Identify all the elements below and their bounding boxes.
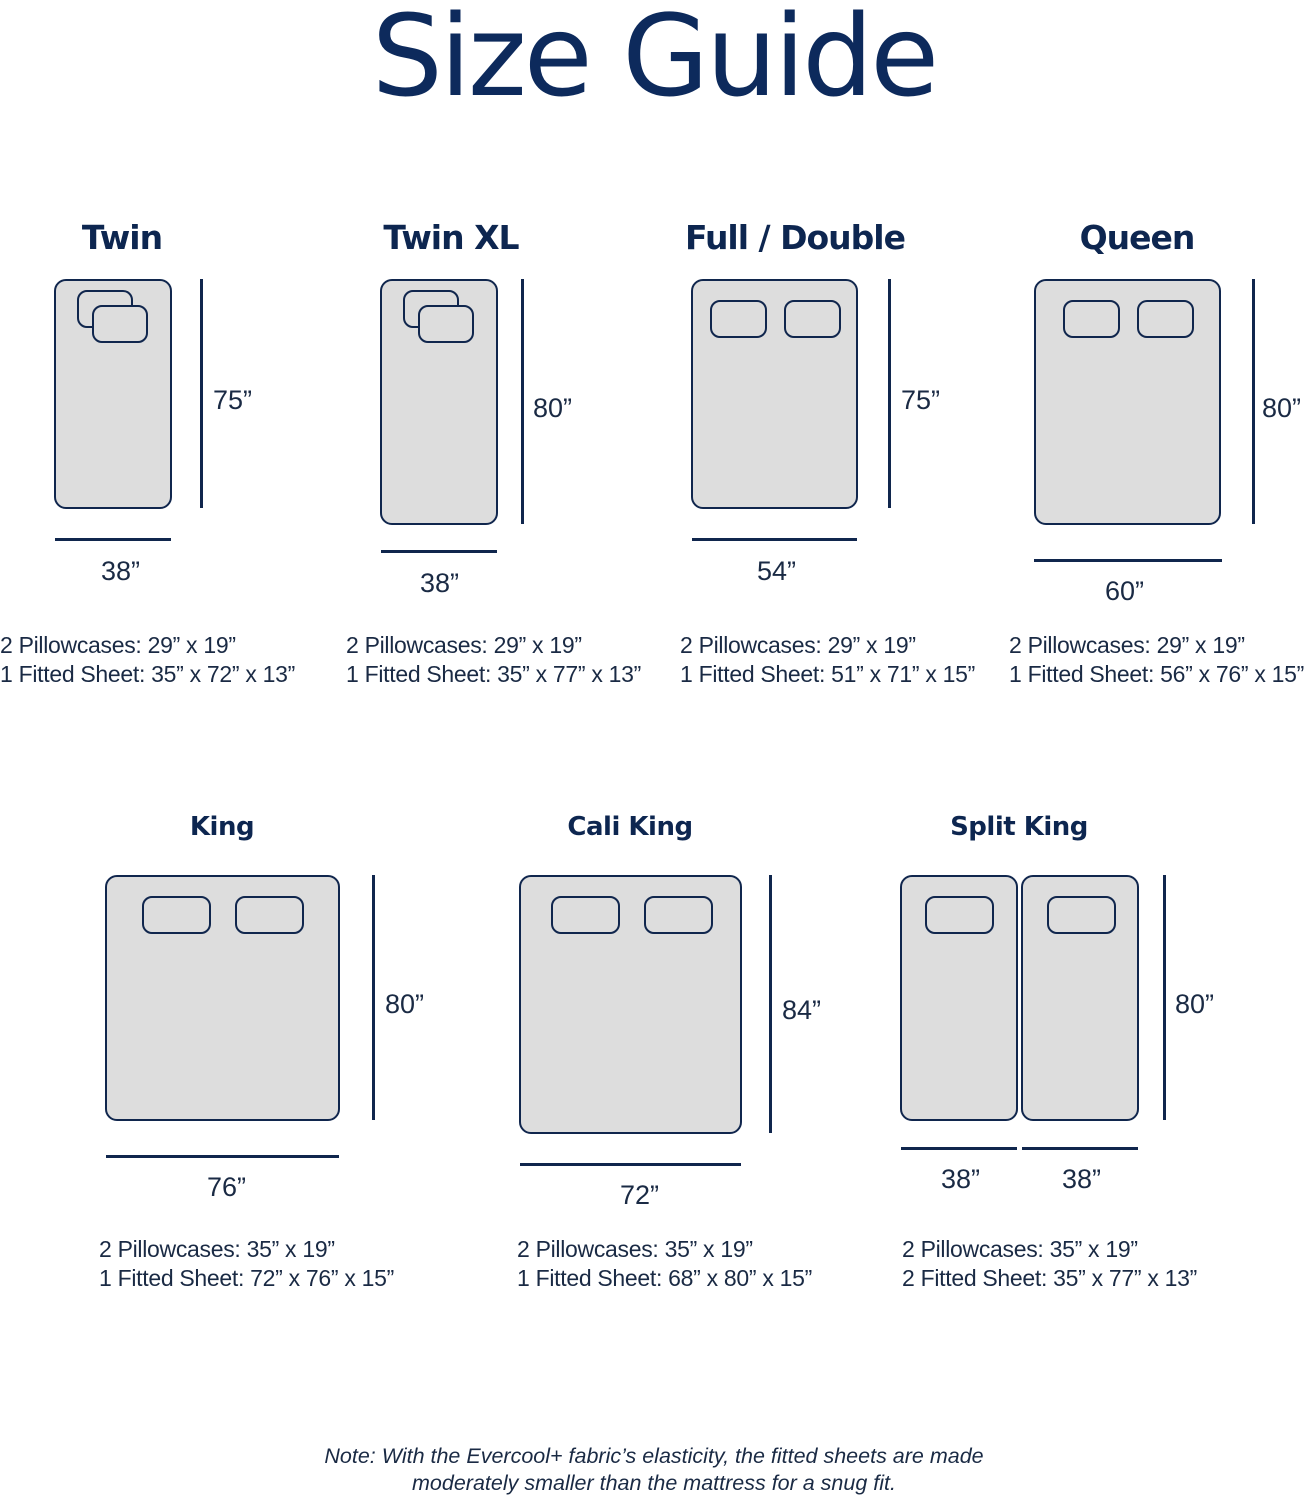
size-name: King [189, 812, 255, 842]
pillow-icon [1137, 300, 1194, 338]
width-label: 54” [757, 556, 797, 586]
footnote-line: Note: With the Evercool+ fabric’s elasti… [324, 1444, 984, 1468]
size-specs: 2 Pillowcases: 35” x 19” 1 Fitted Sheet:… [99, 1235, 394, 1293]
size-name: Twin XL [383, 218, 519, 257]
fitted-sheet-spec: 1 Fitted Sheet: 35” x 72” x 13” [0, 661, 295, 687]
pillow-icon [418, 305, 474, 343]
size-name: Cali King [567, 812, 693, 842]
pillowcase-spec: 2 Pillowcases: 29” x 19” [346, 632, 582, 658]
mattress-diagram-right [1021, 875, 1139, 1121]
size-specs: 2 Pillowcases: 29” x 19” 1 Fitted Sheet:… [1009, 631, 1304, 689]
mattress-diagram [1034, 279, 1221, 525]
width-label-left: 38” [941, 1164, 981, 1194]
pillowcase-spec: 2 Pillowcases: 35” x 19” [99, 1236, 335, 1262]
pillow-icon [644, 896, 713, 934]
pillowcase-spec: 2 Pillowcases: 29” x 19” [1009, 632, 1245, 658]
width-label: 76” [207, 1172, 247, 1202]
fitted-sheet-spec: 1 Fitted Sheet: 51” x 71” x 15” [680, 661, 975, 687]
mattress-diagram [691, 279, 858, 509]
width-label: 38” [101, 556, 141, 586]
mattress-diagram [519, 875, 742, 1134]
width-label-right: 38” [1062, 1164, 1102, 1194]
width-line-left [901, 1147, 1017, 1150]
length-line [521, 279, 524, 524]
width-line [520, 1163, 741, 1166]
size-specs: 2 Pillowcases: 29” x 19” 1 Fitted Sheet:… [346, 631, 641, 689]
size-name: Split King [950, 812, 1088, 842]
footnote: Note: With the Evercool+ fabric’s elasti… [0, 1443, 1308, 1497]
width-line [692, 538, 857, 541]
fitted-sheet-spec: 1 Fitted Sheet: 72” x 76” x 15” [99, 1265, 394, 1291]
footnote-line: moderately smaller than the mattress for… [412, 1471, 896, 1495]
pillowcase-spec: 2 Pillowcases: 35” x 19” [517, 1236, 753, 1262]
mattress-diagram [105, 875, 340, 1121]
fitted-sheet-spec: 2 Fitted Sheet: 35” x 77” x 13” [902, 1265, 1197, 1291]
length-label: 80” [533, 393, 573, 423]
length-line [888, 279, 891, 508]
fitted-sheet-spec: 1 Fitted Sheet: 68” x 80” x 15” [517, 1265, 812, 1291]
pillow-icon [92, 305, 148, 343]
pillow-icon [710, 300, 767, 338]
pillow-icon [1063, 300, 1120, 338]
mattress-diagram [380, 279, 498, 525]
length-line [769, 875, 772, 1133]
pillowcase-spec: 2 Pillowcases: 35” x 19” [902, 1236, 1138, 1262]
width-line [381, 550, 497, 553]
length-line [1163, 875, 1166, 1120]
length-label: 84” [782, 995, 822, 1025]
size-specs: 2 Pillowcases: 29” x 19” 1 Fitted Sheet:… [0, 631, 295, 689]
pillow-icon [142, 896, 211, 934]
size-specs: 2 Pillowcases: 35” x 19” 2 Fitted Sheet:… [902, 1235, 1197, 1293]
pillowcase-spec: 2 Pillowcases: 29” x 19” [680, 632, 916, 658]
page-title: Size Guide [371, 0, 939, 122]
length-line [1252, 279, 1255, 524]
size-name: Twin [81, 218, 163, 257]
pillowcase-spec: 2 Pillowcases: 29” x 19” [0, 632, 236, 658]
mattress-diagram [54, 279, 172, 509]
size-name: Full / Double [685, 218, 906, 257]
fitted-sheet-spec: 1 Fitted Sheet: 35” x 77” x 13” [346, 661, 641, 687]
mattress-diagram-left [900, 875, 1018, 1121]
width-line [55, 538, 171, 541]
length-label: 80” [1262, 393, 1302, 423]
length-line [200, 279, 203, 508]
width-line [1034, 559, 1222, 562]
pillow-icon [925, 896, 994, 934]
width-label: 38” [420, 568, 460, 598]
width-label: 60” [1105, 576, 1145, 606]
length-line [372, 875, 375, 1120]
length-label: 80” [1175, 989, 1215, 1019]
length-label: 80” [385, 989, 425, 1019]
fitted-sheet-spec: 1 Fitted Sheet: 56” x 76” x 15” [1009, 661, 1304, 687]
pillow-icon [1047, 896, 1116, 934]
pillow-icon [235, 896, 304, 934]
size-name: Queen [1079, 218, 1196, 257]
width-label: 72” [620, 1180, 660, 1210]
pillow-icon [784, 300, 841, 338]
size-specs: 2 Pillowcases: 35” x 19” 1 Fitted Sheet:… [517, 1235, 812, 1293]
length-label: 75” [901, 385, 941, 415]
size-specs: 2 Pillowcases: 29” x 19” 1 Fitted Sheet:… [680, 631, 975, 689]
length-label: 75” [213, 385, 253, 415]
width-line-right [1022, 1147, 1138, 1150]
pillow-icon [551, 896, 620, 934]
width-line [106, 1155, 339, 1158]
